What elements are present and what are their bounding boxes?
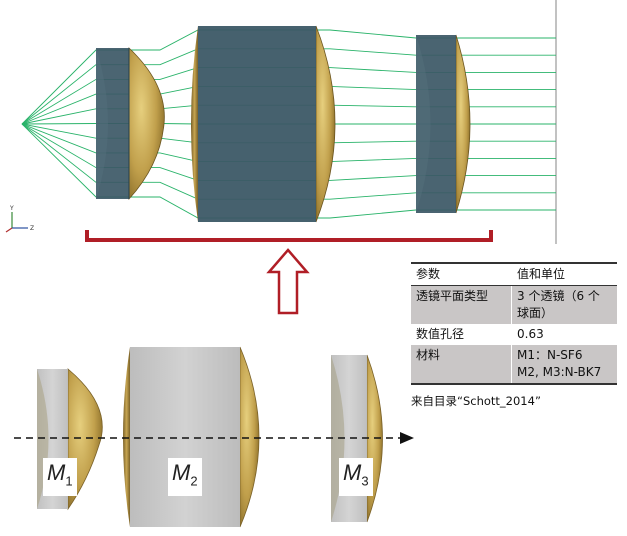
row-value-line: 球面）: [517, 306, 554, 320]
lens-2-render: [191, 25, 336, 223]
table-row: 透镜平面类型 3 个透镜（6 个球面）: [411, 285, 617, 324]
row-value: 3 个透镜（6 个球面）: [511, 285, 617, 324]
lens-group-bracket: [85, 230, 493, 242]
row-value: 0.63: [517, 327, 544, 341]
lens-m3-letter: M: [343, 460, 362, 485]
lens-m1-letter: M: [47, 460, 66, 485]
table-row: 数值孔径 0.63: [411, 324, 617, 345]
row-value-line: M1：N-SF6: [517, 348, 583, 362]
lens-m2-label: M2: [168, 458, 202, 497]
axis-triad-icon: Y Z: [5, 205, 34, 233]
lens-1-render: [96, 47, 165, 201]
row-param: 材料: [411, 345, 512, 385]
header-param: 参数: [411, 262, 512, 286]
row-value-line: M2, M3:N-BK7: [517, 365, 602, 379]
row-param: 数值孔径: [411, 324, 512, 345]
row-param: 透镜平面类型: [411, 285, 512, 324]
row-value-line: 3 个透镜（6 个: [517, 289, 600, 303]
lens-m3-label: M3: [339, 458, 373, 497]
lens-m2-render: [123, 346, 260, 528]
lens-m2-letter: M: [172, 460, 191, 485]
axis-z-label: Z: [30, 225, 34, 232]
lens-m1-label: M1: [43, 458, 77, 497]
source-note: 来自目录“Schott_2014”: [411, 394, 541, 408]
lens-3-render: [416, 34, 471, 214]
axis-y-label: Y: [9, 205, 14, 212]
header-value: 值和单位: [511, 262, 617, 286]
parameter-table: 参数 值和单位 透镜平面类型 3 个透镜（6 个球面） 数值孔径 0.63 材料…: [411, 262, 617, 385]
optical-axis-arrowhead-icon: [400, 432, 414, 444]
lens-m1-subscript: 1: [65, 473, 73, 489]
lens-m3-subscript: 3: [361, 473, 369, 489]
up-arrow-icon: [266, 248, 310, 315]
table-header-row: 参数 值和单位: [411, 262, 617, 286]
lens-m2-subscript: 2: [190, 473, 198, 489]
